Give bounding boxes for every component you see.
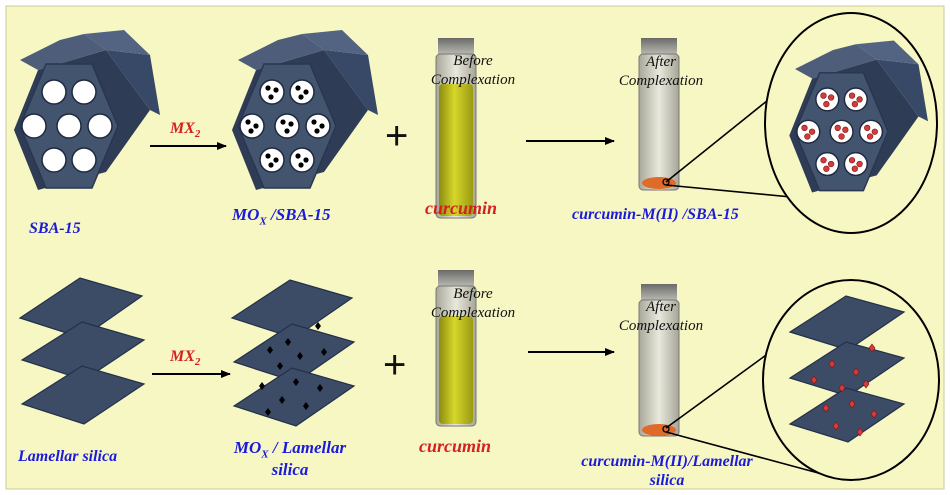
metal-oxide-particles-2 bbox=[259, 322, 327, 416]
test-tube-after-1 bbox=[638, 38, 680, 191]
complexation-text: Complexation bbox=[430, 305, 516, 321]
metal-complex-particles-2 bbox=[810, 343, 878, 437]
test-tube-after-2 bbox=[638, 284, 680, 437]
mx2-text: MX bbox=[170, 348, 195, 365]
zoom-line-2b bbox=[665, 431, 823, 475]
before-complexation-label-1: Before Complexation bbox=[408, 52, 538, 90]
metal-oxide-particles bbox=[245, 85, 325, 168]
mox-suffix: / Lamellar bbox=[268, 438, 347, 457]
mox-subscript: X bbox=[261, 448, 269, 461]
curcumin-complex-sba15 bbox=[789, 40, 928, 193]
lamellar-silica bbox=[18, 277, 146, 425]
sba15-structure bbox=[14, 30, 160, 190]
curcumin-label-2: curcumin bbox=[419, 436, 492, 456]
mx2-label-1: MX2 bbox=[170, 120, 200, 140]
mox-sba15-structure bbox=[232, 30, 378, 190]
zoom-line-2a bbox=[665, 341, 785, 429]
plus-sign-2: + bbox=[383, 343, 407, 387]
before-text: Before bbox=[453, 53, 493, 69]
curcumin-complex-lamellar bbox=[788, 295, 906, 443]
sba15-pore-channels bbox=[21, 79, 113, 173]
mx2-label-2: MX2 bbox=[170, 348, 200, 368]
sba15-label: SBA-15 bbox=[29, 220, 81, 237]
mox-text: MO bbox=[233, 438, 262, 457]
mx2-text: MX bbox=[170, 120, 195, 137]
complexation-text: Complexation bbox=[618, 73, 704, 89]
mox-lamellar-silica bbox=[230, 279, 356, 427]
metal-complex-particles bbox=[801, 92, 878, 172]
product-line2: silica bbox=[649, 472, 685, 489]
mx2-subscript: 2 bbox=[194, 128, 201, 141]
mox-text: MO bbox=[232, 205, 260, 224]
mox-line2: silica bbox=[271, 460, 309, 480]
product-label-2: curcumin-M(II)/Lamellar silica bbox=[572, 452, 762, 490]
mox-subscript: X bbox=[259, 215, 267, 228]
before-complexation-label-2: Before Complexation bbox=[408, 285, 538, 323]
product-line1: curcumin-M(II)/Lamellar bbox=[581, 453, 753, 470]
after-complexation-label-1: After Complexation bbox=[596, 53, 726, 91]
plus-sign-1: + bbox=[385, 114, 409, 158]
complexation-text: Complexation bbox=[430, 72, 516, 88]
mx2-subscript: 2 bbox=[194, 356, 201, 369]
after-text: After bbox=[646, 54, 676, 70]
test-tube-before-1 bbox=[435, 38, 477, 219]
curcumin-solution-2 bbox=[439, 316, 473, 424]
after-complexation-label-2: After Complexation bbox=[596, 298, 726, 336]
before-text: Before bbox=[453, 286, 493, 302]
product-label-1: curcumin-M(II) /SBA-15 bbox=[572, 206, 739, 223]
curcumin-label-1: curcumin bbox=[425, 198, 498, 218]
mox-sba15-label: MOX /SBA-15 bbox=[232, 205, 331, 227]
complexation-text: Complexation bbox=[618, 318, 704, 334]
lamellar-silica-label: Lamellar silica bbox=[18, 448, 118, 465]
test-tube-before-2 bbox=[435, 270, 477, 427]
mox-lamellar-label: MOX / Lamellar silica bbox=[225, 438, 355, 480]
orange-precipitate-2 bbox=[642, 424, 676, 436]
after-text: After bbox=[646, 299, 676, 315]
mox-suffix: /SBA-15 bbox=[266, 205, 331, 224]
zoom-line-1a bbox=[665, 87, 784, 183]
curcumin-solution-1 bbox=[439, 84, 473, 216]
